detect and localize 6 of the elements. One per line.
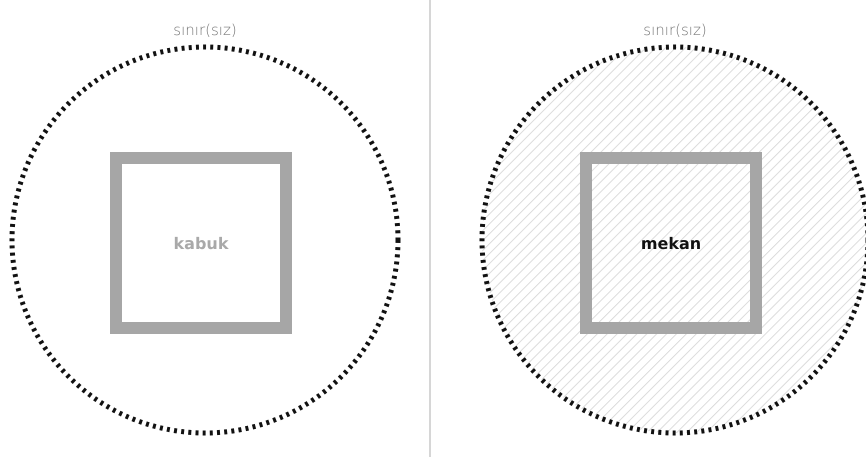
node-label: kabuk [174,234,228,252]
boundary-label: sınır(sız) [643,20,707,40]
node-label: mekan [640,234,702,252]
boundary-label: sınır(sız) [173,20,237,40]
shell-square [580,152,762,334]
shell-square [110,152,292,334]
